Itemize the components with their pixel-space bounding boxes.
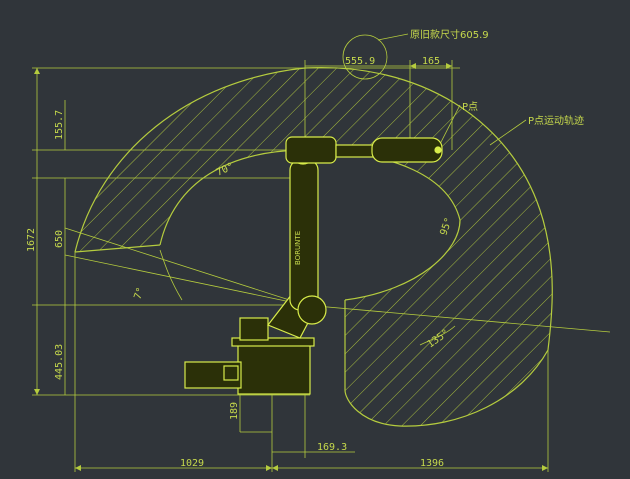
dimension-lines bbox=[32, 33, 611, 472]
dimension-ticks bbox=[34, 63, 548, 471]
annotation-p-point: P点 bbox=[462, 101, 478, 113]
upper-arm bbox=[285, 136, 337, 164]
dim-445-03: 445.03 bbox=[54, 344, 65, 380]
robot-base bbox=[237, 341, 311, 395]
dim-155-7: 155.7 bbox=[54, 110, 65, 140]
dim-165: 165 bbox=[422, 56, 440, 67]
angle-7: 7° bbox=[132, 286, 146, 301]
dim-189: 189 bbox=[229, 402, 240, 420]
robot-arm bbox=[184, 136, 443, 395]
dim-1396: 1396 bbox=[420, 458, 444, 469]
dim-1672: 1672 bbox=[26, 228, 37, 252]
dim-169-3: 169.3 bbox=[317, 442, 347, 453]
trajectory-lines bbox=[74, 66, 553, 427]
robot-brand-label: BORUNTE bbox=[294, 231, 302, 265]
wrist bbox=[371, 137, 443, 163]
dim-1029: 1029 bbox=[180, 458, 204, 469]
dim-650: 650 bbox=[54, 230, 65, 248]
annotation-old-size: 原旧款尺寸605.9 bbox=[410, 28, 489, 41]
angle-95: 95° bbox=[438, 216, 455, 237]
dim-555-9: 555.9 bbox=[345, 56, 375, 67]
annotation-p-trajectory: P点运动轨迹 bbox=[528, 114, 584, 127]
